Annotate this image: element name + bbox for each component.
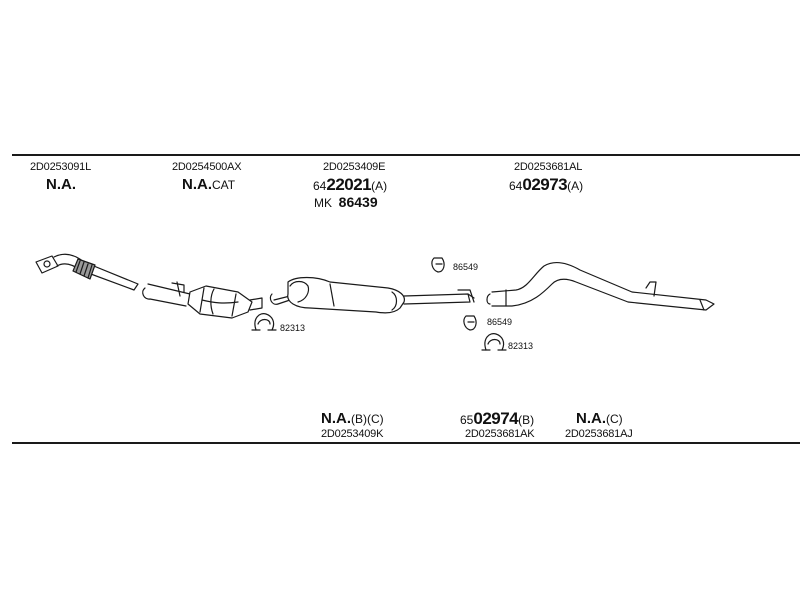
mounting-kit-label: MK 86439 <box>314 195 378 209</box>
part-name-alt-rear-2: N.A.(C) <box>576 411 623 427</box>
clamp-label-1: 82313 <box>280 323 306 333</box>
alt-middle-suffix: (B)(C) <box>351 412 384 426</box>
hanger-icon <box>431 257 445 273</box>
part-number-rear-silencer: 6402973(A) <box>509 176 583 194</box>
clamp-label-2: 86549 <box>453 262 479 272</box>
clamp-label-3: 86549 <box>487 317 513 327</box>
hanger-icon <box>463 315 477 331</box>
catalyst-suffix: CAT <box>212 178 236 192</box>
part-prefix: 64 <box>509 179 523 193</box>
alt-rear-2-na: N.A. <box>576 410 606 427</box>
oem-number-catalyst: 2D0254500AX <box>172 161 242 173</box>
part-name-front-pipe: N.A. <box>46 176 76 193</box>
part-suffix: (A) <box>567 179 584 193</box>
part-prefix: 64 <box>313 179 327 193</box>
part-suffix: (A) <box>371 179 388 193</box>
part-number: 02974 <box>473 409 519 428</box>
part-number-middle-silencer: 6422021(A) <box>313 176 387 194</box>
part-name-catalyst: N.A.CAT <box>182 177 235 193</box>
oem-number-middle-silencer: 2D0253409E <box>323 161 386 173</box>
oem-number-rear-silencer: 2D0253681AL <box>514 161 583 173</box>
oem-number-alt-rear-2: 2D0253681AJ <box>565 428 633 440</box>
catalytic-converter <box>142 281 263 319</box>
part-suffix: (B) <box>518 413 535 427</box>
part-number-alt-rear: 6502974(B) <box>460 410 534 428</box>
clamp-icon <box>481 333 507 351</box>
oem-number-alt-rear: 2D0253681AK <box>465 428 535 440</box>
rear-pipe <box>486 261 715 311</box>
alt-rear-2-suffix: (C) <box>606 412 623 426</box>
part-name-alt-middle: N.A.(B)(C) <box>321 411 384 427</box>
catalyst-na: N.A. <box>182 176 212 193</box>
part-number: 22021 <box>326 175 372 194</box>
mk-number: 86439 <box>338 194 378 210</box>
bottom-divider <box>12 442 800 444</box>
middle-silencer <box>269 276 475 314</box>
alt-middle-na: N.A. <box>321 410 351 427</box>
clamp-label-4: 82313 <box>508 341 534 351</box>
oem-number-alt-middle: 2D0253409K <box>321 428 384 440</box>
part-number: 02973 <box>522 175 568 194</box>
top-divider <box>12 154 800 156</box>
clamp-icon <box>251 313 277 331</box>
front-pipe <box>35 253 139 291</box>
oem-number-front-pipe: 2D0253091L <box>30 161 92 173</box>
mk-label: MK <box>314 196 332 210</box>
part-prefix: 65 <box>460 413 474 427</box>
